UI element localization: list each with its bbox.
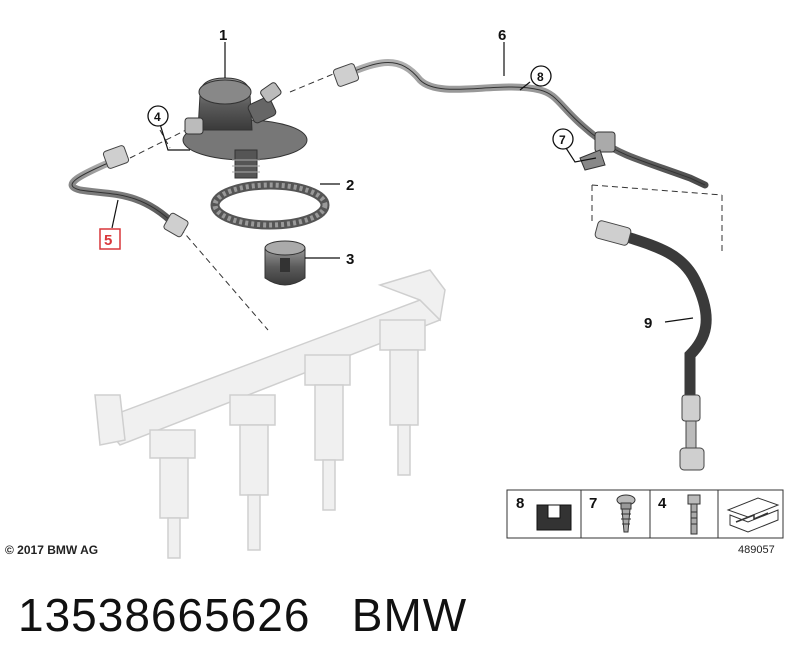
image-number: 489057 [738, 544, 775, 556]
leader-lines [111, 42, 694, 323]
callout-5-highlighted[interactable]: 5 [99, 228, 121, 250]
part-number-footer: 13538665626 BMW [18, 588, 467, 642]
legend-label-7: 7 [589, 495, 597, 512]
callout-7: 7 [552, 128, 574, 150]
legend-label-4: 4 [658, 495, 667, 512]
part-number: 13538665626 [18, 589, 311, 641]
hose-part-9[interactable] [594, 220, 712, 471]
copyright-text: © 2017 BMW AG [5, 543, 98, 557]
callout-3: 3 [346, 251, 354, 268]
callout-8: 8 [530, 65, 552, 87]
svg-text:5: 5 [104, 232, 112, 249]
svg-text:8: 8 [537, 70, 544, 84]
high-pressure-pump-part-1[interactable] [182, 77, 308, 179]
gasket-part-2[interactable] [210, 180, 330, 230]
callout-4: 4 [147, 105, 169, 127]
svg-text:4: 4 [154, 110, 161, 124]
exploded-parts-diagram: 1 2 3 6 9 4 8 7 5 8 7 4 [5, 27, 784, 559]
callout-1: 1 [219, 27, 227, 44]
rubber-grommet-icon [536, 504, 572, 531]
svg-text:7: 7 [559, 133, 566, 147]
callout-2: 2 [346, 177, 354, 194]
roller-tappet-part-3[interactable] [264, 240, 306, 286]
legend-label-8: 8 [516, 495, 524, 512]
bolt-icon [687, 494, 701, 535]
callout-6: 6 [498, 27, 506, 44]
feed-line-part-5[interactable] [68, 145, 189, 238]
callout-9: 9 [644, 315, 652, 332]
arrow-symbol-icon [726, 497, 780, 533]
brand-name: BMW [351, 589, 468, 641]
screw-icon [616, 494, 636, 533]
fuel-rail-ghost [94, 269, 446, 559]
high-pressure-line-part-6[interactable] [332, 59, 709, 189]
small-parts-legend: 8 7 4 [506, 489, 784, 539]
